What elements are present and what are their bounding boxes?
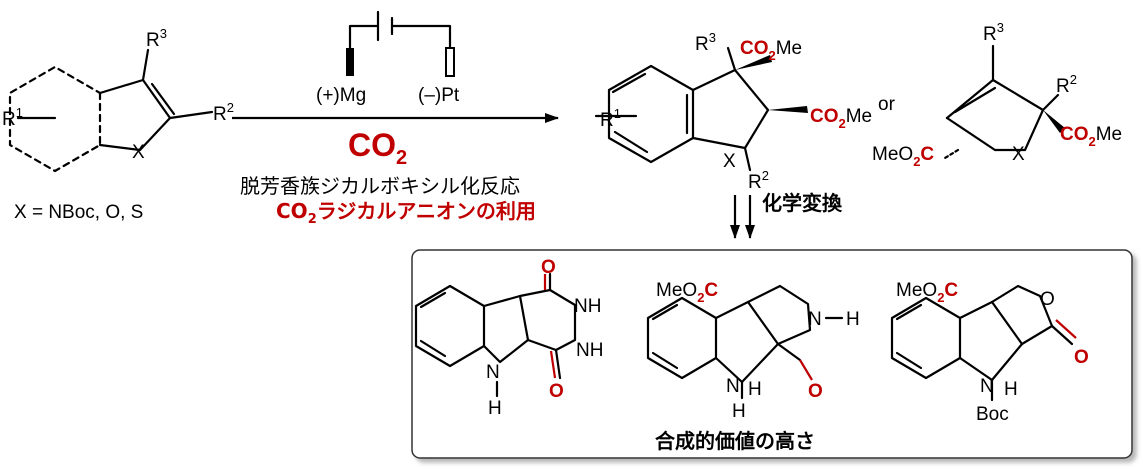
svg-text:H: H <box>1004 379 1018 400</box>
svg-text:CO2Me: CO2Me <box>1060 124 1122 149</box>
svg-text:O: O <box>808 381 823 402</box>
p2-ring <box>945 78 1045 152</box>
or-label: or <box>878 94 896 115</box>
p2-hash <box>943 148 960 160</box>
p2-ring-close <box>945 116 997 152</box>
svg-text:O: O <box>549 381 564 402</box>
p1-r2: R2 <box>748 168 769 193</box>
p1-five-ring <box>691 68 770 150</box>
box-molecule-1: O NH NH O N H <box>414 257 603 419</box>
p1-aromatic-1 <box>611 72 647 94</box>
pt-electrode <box>445 47 455 77</box>
box-molecule-2: MeO2C N H O N H H <box>646 280 860 422</box>
product-1: R3 CO2Me CO2Me R1 X R2 <box>594 30 872 193</box>
svg-text:N: N <box>980 376 994 397</box>
svg-text:O: O <box>1074 347 1089 368</box>
svg-text:O: O <box>1040 289 1055 310</box>
svg-text:MeO2C: MeO2C <box>872 144 934 169</box>
condition-line1: 脱芳香族ジカルボキシル化反応 <box>240 174 520 198</box>
p1-r1: R1 <box>600 106 621 131</box>
svg-text:N: N <box>726 376 740 397</box>
svg-text:NH: NH <box>574 296 601 317</box>
wire-left <box>348 24 380 50</box>
product-2: R3 R2 X CO2Me MeO2C <box>872 20 1122 169</box>
r2-bond <box>168 110 214 120</box>
co2-reagent: CO2 <box>348 127 407 169</box>
svg-text:MeO2C: MeO2C <box>896 280 958 305</box>
anode-label: (+)Mg <box>316 85 366 106</box>
svg-text:O: O <box>541 257 556 278</box>
cathode-label: (–)Pt <box>418 85 460 106</box>
svg-text:H: H <box>488 398 502 419</box>
products-box: O NH NH O N H MeO2C N H O N H H <box>411 249 1133 459</box>
dashed-ring <box>8 65 102 173</box>
svg-text:H: H <box>748 379 762 400</box>
x-definition: X = NBoc, O, S <box>14 202 143 223</box>
p1-aromatic-2 <box>613 130 649 154</box>
box-frame <box>411 249 1133 459</box>
p2-wedge <box>1043 110 1065 133</box>
starting-material: R3 R2 R1 X X = NBoc, O, S <box>2 26 234 223</box>
p2-r3: R3 <box>983 20 1004 45</box>
p2-r2: R2 <box>1056 72 1077 97</box>
svg-text:N: N <box>486 362 500 383</box>
p1-wedge-top <box>735 55 772 70</box>
p1-r3-bond <box>726 46 737 72</box>
svg-text:CO2Me: CO2Me <box>810 106 872 131</box>
svg-text:NH: NH <box>576 340 603 361</box>
p1-benzene <box>607 64 695 164</box>
p1-wedge-mid <box>768 106 808 113</box>
svg-text:H: H <box>732 401 746 422</box>
sm-r2: R2 <box>213 100 234 125</box>
svg-text:CO2Me: CO2Me <box>740 38 802 63</box>
sm-r1: R1 <box>2 105 23 130</box>
p1-x: X <box>723 151 736 172</box>
transform-label: 化学変換 <box>762 191 843 215</box>
sm-r3: R3 <box>146 26 167 51</box>
p1-r3: R3 <box>695 30 716 55</box>
p2-x: X <box>1012 144 1025 165</box>
sm-x: X <box>132 142 145 163</box>
mg-electrode <box>346 48 354 76</box>
p2-double-bond <box>953 86 997 114</box>
box-caption: 合成的価値の高さ <box>655 429 815 453</box>
svg-text:Boc: Boc <box>976 404 1009 425</box>
box-molecule-3: MeO2C O O N H Boc <box>890 280 1089 425</box>
svg-text:MeO2C: MeO2C <box>656 280 718 305</box>
double-bond <box>150 82 176 116</box>
svg-text:H: H <box>846 309 860 330</box>
electrolysis-conditions: (+)Mg (–)Pt CO2 脱芳香族ジカルボキシル化反応 CO2ラジカルアニ… <box>232 10 559 227</box>
wire-right <box>390 24 452 50</box>
p1-r2-bond <box>743 146 752 172</box>
svg-text:N: N <box>808 309 822 330</box>
condition-line2: CO2ラジカルアニオンの利用 <box>276 199 536 227</box>
five-ring <box>98 78 172 152</box>
r3-bond <box>141 48 150 82</box>
p2-r2-bond <box>1041 93 1060 112</box>
